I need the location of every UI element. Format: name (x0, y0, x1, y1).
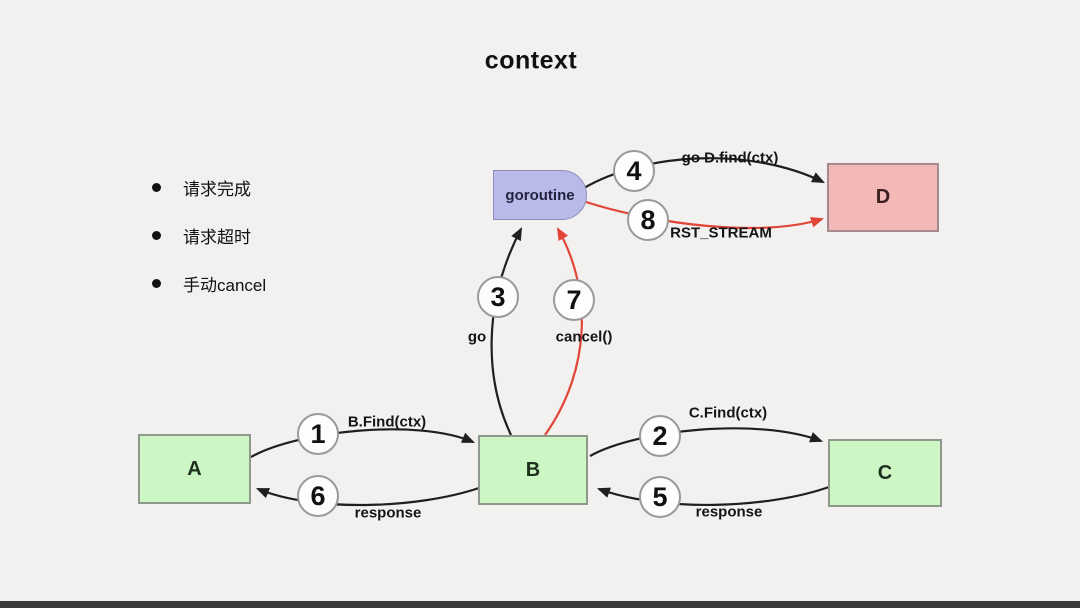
node-b-label: B (525, 458, 541, 481)
edge-8-path (585, 200, 825, 230)
edge-2-number-badge: 2 (639, 415, 681, 457)
bullet-list: 请求完成 请求超时 手动cancel (152, 163, 266, 307)
edge-2-path (589, 427, 824, 457)
bullet-item: 请求完成 (152, 163, 266, 211)
node-a-label: A (187, 457, 202, 480)
slide-title: context (484, 46, 578, 75)
edge-6-path (255, 486, 480, 507)
node-a: A (138, 434, 251, 504)
edge-8-label: RST_STREAM (670, 224, 772, 242)
bullet-label: 手动cancel (183, 275, 267, 295)
bullet-label: 请求超时 (183, 227, 251, 247)
bullet-dot-icon (152, 230, 161, 240)
bullet-dot-icon (152, 182, 161, 192)
node-d: D (827, 163, 939, 232)
bullet-label: 请求完成 (183, 179, 251, 199)
bullet-dot-icon (152, 278, 161, 288)
node-b: B (478, 435, 588, 505)
edge-1-path (250, 428, 475, 458)
edge-3-label: go (467, 328, 487, 346)
node-d-label: D (875, 186, 891, 208)
bullet-item: 请求超时 (152, 211, 266, 259)
bullet-item: 手动cancel (152, 259, 266, 307)
edge-7-number-badge: 7 (553, 279, 595, 321)
edge-6-label: response (354, 504, 422, 522)
edge-3-path (490, 227, 522, 436)
node-goroutine: goroutine (493, 170, 587, 220)
edge-5-path (596, 485, 830, 506)
edge-2-label: C.Find(ctx) (688, 404, 768, 422)
edge-5-label: response (695, 503, 763, 521)
edge-4-number-badge: 4 (613, 150, 655, 192)
edge-1-label: B.Find(ctx) (347, 413, 427, 431)
bottom-bar (0, 601, 1080, 608)
edge-3-number-badge: 3 (477, 276, 519, 318)
edge-8-number-badge: 8 (627, 199, 669, 241)
node-goroutine-label: goroutine (505, 186, 575, 204)
node-c-label: C (877, 461, 893, 484)
edge-1-number-badge: 1 (297, 413, 339, 455)
edge-7-path (544, 227, 583, 436)
edge-5-number-badge: 5 (639, 476, 681, 518)
edge-6-number-badge: 6 (297, 475, 339, 517)
edge-7-label: cancel() (555, 328, 613, 346)
edge-4-label: go D.find(ctx) (681, 149, 779, 167)
node-c: C (828, 439, 942, 507)
edge-4-path (583, 157, 825, 189)
